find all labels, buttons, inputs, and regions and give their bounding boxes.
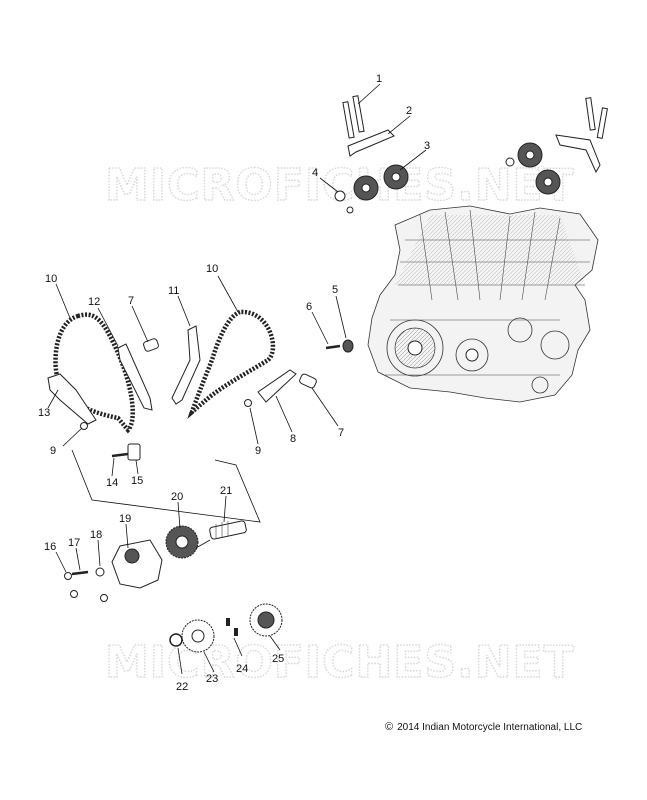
copyright-notice: ©2014 Indian Motorcycle International, L…	[385, 721, 582, 733]
part-15-bracket	[127, 443, 141, 461]
part-19-pump-housing	[111, 539, 163, 589]
callout-4: 4	[312, 167, 318, 179]
part-12-chain-guide	[117, 343, 153, 411]
part-10-cam-chain-left	[53, 312, 135, 434]
callout-10-right: 10	[206, 263, 218, 275]
callout-22: 22	[176, 681, 188, 693]
callout-20: 20	[171, 491, 183, 503]
callout-9-left: 9	[50, 445, 56, 457]
callout-13: 13	[38, 407, 50, 419]
callout-21: 21	[220, 485, 232, 497]
callout-14: 14	[106, 477, 118, 489]
part-7-tensioner-right	[299, 373, 317, 389]
engine-assembly	[367, 205, 599, 403]
part-16-bolt-lower	[70, 590, 78, 598]
part-9-bolt-left	[80, 422, 88, 430]
part-24-pins	[226, 618, 238, 636]
callout-2: 2	[406, 105, 412, 117]
callout-9-right: 9	[255, 445, 261, 457]
copyright-symbol: ©	[385, 721, 394, 733]
callout-11: 11	[168, 285, 179, 297]
part-1-bolts	[342, 95, 365, 139]
callout-16: 16	[44, 541, 56, 553]
part-2-bracket	[347, 129, 395, 157]
callout-18: 18	[90, 529, 102, 541]
callout-5: 5	[332, 284, 338, 296]
part-3-cam-sprockets	[353, 164, 409, 201]
callout-8: 8	[290, 433, 296, 445]
part-5-seal	[342, 339, 354, 353]
callout-7-left: 7	[128, 295, 134, 307]
watermark-bottom: MICROFICHES.NET	[105, 637, 575, 688]
rear-cam-parts	[505, 97, 608, 195]
watermark-top: MICROFICHES.NET	[105, 160, 575, 211]
part-16-bolt	[64, 572, 72, 580]
part-21-shaft	[209, 520, 247, 540]
callout-1: 1	[376, 73, 382, 85]
part-4-washer	[346, 206, 354, 214]
part-17-bolt	[71, 570, 89, 576]
callout-12: 12	[88, 296, 100, 308]
leader-lines	[47, 83, 427, 675]
part-22-snap-ring	[169, 633, 183, 647]
part-10-cam-chain-right	[187, 309, 276, 419]
part-4-nut	[334, 190, 346, 202]
callout-19: 19	[119, 513, 131, 525]
part-8-tensioner-blade	[257, 369, 297, 403]
part-23-gear	[181, 619, 215, 653]
callout-17: 17	[68, 537, 80, 549]
callout-3: 3	[424, 140, 430, 152]
copyright-text: 2014 Indian Motorcycle International, LL…	[397, 722, 583, 733]
callout-25: 25	[272, 653, 284, 665]
callout-labels: 1 2 3 4 5 6 7 7 8 9 9 10 10 11 12 13 14 …	[38, 73, 430, 693]
callout-24: 24	[236, 663, 248, 675]
part-11-chain-guide	[171, 325, 201, 405]
part-6-bolt	[325, 344, 341, 350]
callout-10-left: 10	[45, 273, 57, 285]
part-7-tensioner-left	[143, 338, 159, 352]
callout-15: 15	[131, 475, 143, 487]
part-13-chain-guide	[47, 373, 97, 425]
part-9-bolt-right	[244, 399, 252, 407]
callout-6: 6	[306, 301, 312, 313]
part-17-bolt-lower	[100, 594, 108, 602]
callout-23: 23	[206, 673, 218, 685]
part-20-gear	[165, 525, 199, 559]
part-25-sprocket	[249, 603, 283, 637]
part-18-washer	[95, 567, 105, 577]
part-14-bolt	[111, 452, 129, 458]
callout-7-right: 7	[338, 427, 344, 439]
